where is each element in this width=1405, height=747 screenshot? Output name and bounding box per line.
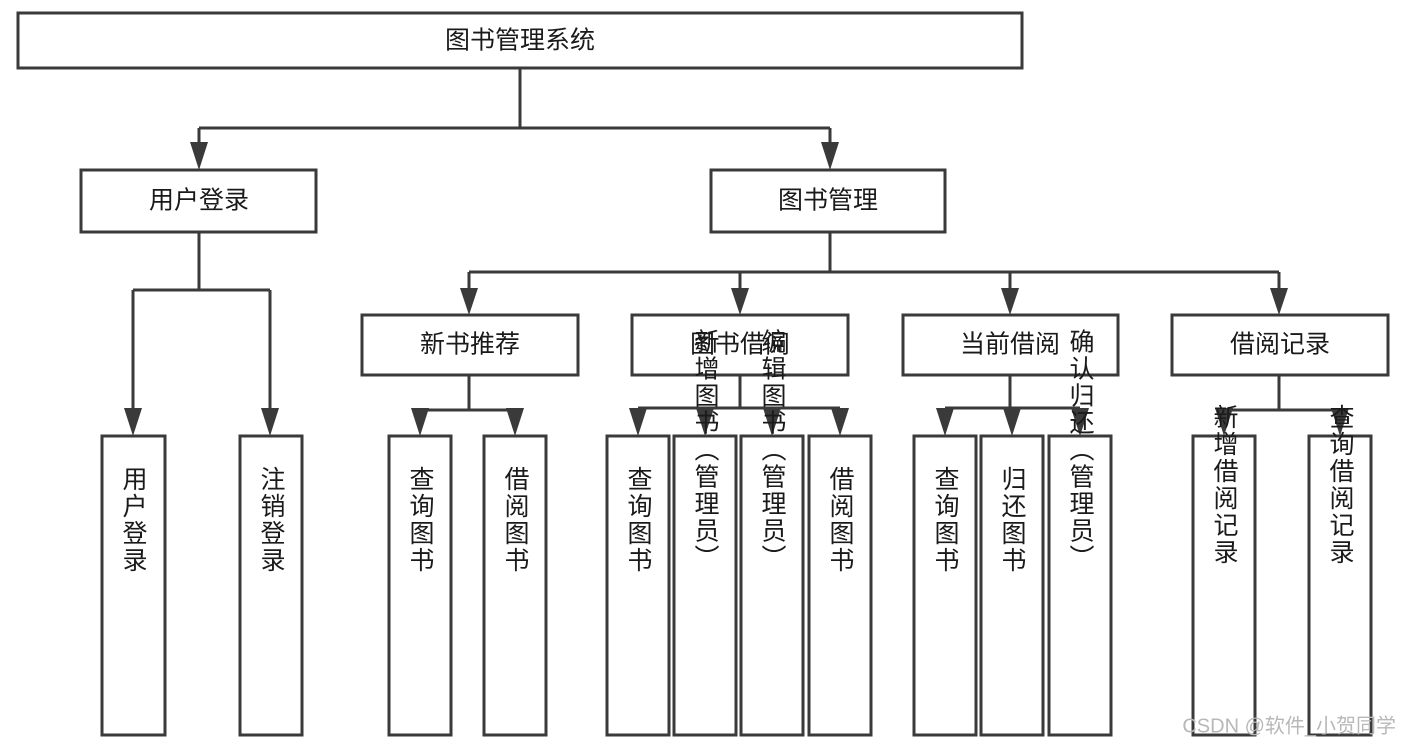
leaf-borrow-book-1[interactable]: 借阅图书 — [482, 434, 548, 737]
leaf-query-book-1[interactable]: 查询图书 — [387, 434, 453, 737]
node-current-borrow-label: 当前借阅 — [960, 331, 1060, 359]
leaf-query-record[interactable]: 查询借阅记录 — [1307, 404, 1373, 737]
node-root-label: 图书管理系统 — [445, 27, 595, 55]
leaf-logout[interactable]: 注销登录 — [238, 434, 304, 737]
leaf-query-book-2-label: 查询图书 — [624, 466, 653, 574]
node-new-book-recommend-label: 新书推荐 — [420, 331, 520, 359]
node-borrow-record-label: 借阅记录 — [1230, 331, 1330, 359]
leaf-user-login-label: 用户登录 — [119, 466, 148, 574]
node-user-login[interactable]: 用户登录 — [79, 168, 318, 234]
node-root-box[interactable] — [16, 11, 1024, 70]
leaf-query-book-2-box[interactable] — [605, 434, 671, 737]
node-borrow-record-box[interactable] — [1170, 313, 1390, 377]
arrow-to-leaf-add-book — [696, 408, 714, 436]
node-book-manage-label: 图书管理 — [778, 187, 878, 215]
node-new-book-recommend[interactable]: 新书推荐 — [360, 313, 580, 377]
leaf-add-record-label: 新增借阅记录 — [1210, 404, 1239, 566]
leaf-return-book-label: 归还图书 — [998, 466, 1027, 574]
arrow-to-leaf-add-record — [1215, 408, 1233, 436]
arrow-to-leaf-user-login — [124, 408, 142, 436]
leaf-edit-book-box[interactable] — [739, 434, 805, 737]
node-new-book-recommend-box[interactable] — [360, 313, 580, 377]
node-user-login-box[interactable] — [79, 168, 318, 234]
node-current-borrow-box[interactable] — [901, 313, 1120, 377]
connector-layer — [124, 68, 1349, 436]
node-book-borrow-label: 图书借阅 — [690, 331, 790, 359]
arrow-to-current-borrow — [1001, 288, 1019, 315]
leaf-add-book-label: 新增图书（管理员） — [691, 329, 720, 572]
leaf-edit-book-label: 编辑图书（管理员） — [758, 329, 787, 572]
arrow-to-leaf-query-book-1 — [411, 408, 429, 436]
leaf-query-book-2[interactable]: 查询图书 — [605, 434, 671, 737]
leaf-query-book-3-label: 查询图书 — [931, 466, 960, 574]
leaf-logout-label: 注销登录 — [257, 466, 286, 574]
arrow-to-leaf-edit-book — [763, 408, 781, 436]
csdn-watermark: CSDN @软件_小贺同学 — [1182, 714, 1396, 737]
node-book-manage-box[interactable] — [709, 168, 947, 234]
leaf-borrow-book-2[interactable]: 借阅图书 — [807, 434, 873, 737]
leaf-borrow-book-2-label: 借阅图书 — [826, 466, 855, 574]
arrow-to-borrow-record — [1270, 288, 1288, 315]
leaf-confirm-return[interactable]: 确认归还（管理员） — [1047, 329, 1113, 737]
node-book-manage[interactable]: 图书管理 — [709, 168, 947, 234]
node-book-borrow-box[interactable] — [630, 313, 850, 377]
node-book-borrow[interactable]: 图书借阅 — [630, 313, 850, 377]
leaf-add-book[interactable]: 新增图书（管理员） — [672, 329, 738, 737]
leaf-add-record[interactable]: 新增借阅记录 — [1191, 404, 1257, 737]
arrow-to-book-borrow — [731, 288, 749, 315]
arrow-to-leaf-return-book — [1003, 408, 1021, 436]
leaf-return-book-box[interactable] — [979, 434, 1045, 737]
node-current-borrow[interactable]: 当前借阅 — [901, 313, 1120, 377]
leaf-add-book-box[interactable] — [672, 434, 738, 737]
leaf-borrow-book-2-box[interactable] — [807, 434, 873, 737]
arrow-to-new-book-recommend — [460, 288, 478, 315]
leaf-query-record-label: 查询借阅记录 — [1326, 404, 1355, 566]
arrow-root-to-book-manage — [821, 142, 839, 170]
leaf-confirm-return-box[interactable] — [1047, 434, 1113, 737]
leaf-return-book[interactable]: 归还图书 — [979, 434, 1045, 737]
leaf-query-record-box[interactable] — [1307, 434, 1373, 737]
leaf-borrow-book-1-box[interactable] — [482, 434, 548, 737]
leaf-query-book-1-label: 查询图书 — [406, 466, 435, 574]
leaf-user-login-box[interactable] — [100, 434, 167, 737]
arrow-root-to-user-login — [190, 142, 208, 170]
leaf-edit-book[interactable]: 编辑图书（管理员） — [739, 329, 805, 737]
arrow-to-leaf-query-book-3 — [936, 408, 954, 436]
leaf-confirm-return-label: 确认归还（管理员） — [1066, 329, 1095, 572]
arrow-to-leaf-logout — [261, 408, 279, 436]
arrow-to-leaf-borrow-book-1 — [506, 408, 524, 436]
leaf-add-record-box[interactable] — [1191, 434, 1257, 737]
arrow-to-leaf-query-book-2 — [629, 408, 647, 436]
leaf-query-book-3-box[interactable] — [912, 434, 978, 737]
arrow-to-leaf-query-record — [1331, 408, 1349, 436]
arrow-to-leaf-confirm-return — [1071, 408, 1089, 436]
leaf-logout-box[interactable] — [238, 434, 304, 737]
leaf-query-book-1-box[interactable] — [387, 434, 453, 737]
node-root[interactable]: 图书管理系统 — [16, 11, 1024, 70]
leaf-query-book-3[interactable]: 查询图书 — [912, 434, 978, 737]
leaf-user-login[interactable]: 用户登录 — [100, 434, 167, 737]
leaf-borrow-book-1-label: 借阅图书 — [501, 466, 530, 574]
node-borrow-record[interactable]: 借阅记录 — [1170, 313, 1390, 377]
arrow-to-leaf-borrow-book-2 — [831, 408, 849, 436]
node-user-login-label: 用户登录 — [149, 187, 249, 215]
